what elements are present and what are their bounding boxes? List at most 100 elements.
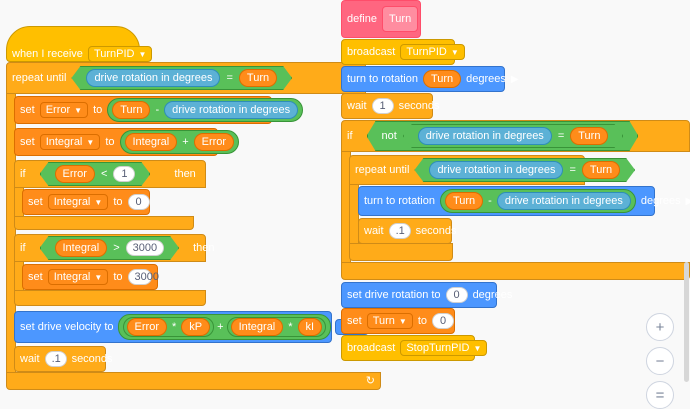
- if-integral-top[interactable]: if Integral > 3000 then: [14, 234, 215, 262]
- value-input[interactable]: 3000: [127, 269, 159, 285]
- number-input[interactable]: 3000: [126, 240, 164, 256]
- zoom-in-button[interactable]: +: [646, 313, 674, 341]
- turn-to-rotation-block[interactable]: turn to rotation Turn degrees ▶: [341, 66, 519, 92]
- set-error-block[interactable]: set Error▼ to Turn - drive rotation in d…: [14, 96, 304, 124]
- add-operator[interactable]: Integral + Error: [119, 130, 240, 154]
- turn-to-rotation-inner-block[interactable]: turn to rotation Turn - drive rotation i…: [358, 186, 690, 216]
- set-drive-velocity-block[interactable]: set drive velocity to Error * kP + Integ…: [14, 311, 369, 343]
- broadcast-stopturnpid-block[interactable]: broadcast StopTurnPID▼: [341, 335, 488, 361]
- variable-dropdown[interactable]: Integral▼: [47, 269, 109, 285]
- zoom-reset-button[interactable]: =: [646, 381, 674, 409]
- repeat-until-bottom[interactable]: ↻: [6, 372, 381, 390]
- if-not-top[interactable]: if not drive rotation in degrees = Turn: [341, 120, 690, 152]
- message-dropdown[interactable]: TurnPID▼: [400, 44, 465, 60]
- message-name: StopTurnPID: [406, 342, 470, 354]
- turn-variable[interactable]: Turn: [239, 69, 277, 87]
- when-i-receive-block[interactable]: when I receive TurnPID▼: [6, 26, 153, 62]
- set-integral-3000-block[interactable]: set Integral▼ to 3000: [22, 264, 159, 290]
- repeat-until-inner-top[interactable]: repeat until drive rotation in degrees =…: [349, 155, 585, 185]
- set-integral-block[interactable]: set Integral▼ to Integral + Error: [14, 128, 240, 156]
- turn-variable[interactable]: Turn: [582, 161, 620, 179]
- set-turn-block[interactable]: set Turn▼ to 0: [341, 308, 455, 334]
- multiply-sign: *: [172, 321, 177, 333]
- play-icon: ▶: [510, 73, 519, 85]
- if-integral-bottom: [14, 290, 206, 306]
- turn-variable[interactable]: Turn: [444, 192, 484, 210]
- degrees-label: degrees: [472, 289, 513, 301]
- subtract-operator[interactable]: Turn - drive rotation in degrees: [439, 189, 636, 213]
- error-variable[interactable]: Error: [126, 318, 167, 336]
- greater-than-sign: >: [113, 242, 120, 254]
- define-turn-block[interactable]: define Turn: [341, 0, 421, 38]
- equals-sign: =: [569, 164, 576, 176]
- seconds-label: seconds: [398, 100, 440, 112]
- ki-variable[interactable]: kI: [297, 318, 323, 336]
- if-error-bottom: [14, 216, 194, 230]
- variable-dropdown[interactable]: Integral▼: [39, 134, 101, 150]
- plus-sign: +: [182, 136, 189, 148]
- broadcast-turnpid-block[interactable]: broadcast TurnPID▼: [341, 39, 465, 65]
- not-operator[interactable]: not drive rotation in degrees = Turn: [367, 121, 639, 151]
- chevron-down-icon: ▼: [94, 272, 103, 282]
- turn-to-rotation-label: turn to rotation: [364, 195, 435, 207]
- turn-parameter[interactable]: Turn: [381, 6, 419, 32]
- turn-variable[interactable]: Turn: [112, 101, 151, 119]
- add-operator[interactable]: Error * kP + Integral * kI: [117, 314, 332, 340]
- equals-operator[interactable]: drive rotation in degrees = Turn: [414, 158, 635, 182]
- message-dropdown[interactable]: StopTurnPID▼: [400, 340, 488, 356]
- zoom-out-button[interactable]: −: [646, 347, 674, 375]
- equals-sign: =: [226, 72, 233, 84]
- set-integral-zero-block[interactable]: set Integral▼ to 0: [22, 189, 150, 215]
- wait-label: wait: [20, 353, 40, 365]
- drive-rotation-reporter[interactable]: drive rotation in degrees: [86, 69, 220, 87]
- equals-operator[interactable]: drive rotation in degrees = Turn: [71, 66, 292, 90]
- value-input[interactable]: 0: [127, 194, 150, 210]
- multiply-operator[interactable]: Error * kP: [122, 317, 215, 337]
- chevron-down-icon: ▼: [450, 47, 459, 57]
- less-than-operator[interactable]: Error < 1: [40, 162, 151, 186]
- value-input[interactable]: 0: [432, 313, 455, 329]
- zoom-in-icon: +: [655, 318, 665, 336]
- set-drive-rotation-block[interactable]: set drive rotation to 0 degrees: [341, 282, 512, 308]
- subtract-operator[interactable]: Turn - drive rotation in degrees: [107, 98, 304, 122]
- if-error-top[interactable]: if Error < 1 then: [14, 160, 206, 188]
- chevron-down-icon: ▼: [138, 49, 147, 59]
- integral-variable[interactable]: Integral: [230, 318, 284, 336]
- turn-variable[interactable]: Turn: [422, 70, 462, 88]
- rotation-input[interactable]: 0: [445, 287, 468, 303]
- set-label: set: [28, 271, 43, 283]
- wait-inner-block[interactable]: wait .1 seconds: [358, 218, 457, 244]
- turn-variable[interactable]: Turn: [570, 127, 608, 145]
- greater-than-operator[interactable]: Integral > 3000: [40, 236, 180, 260]
- variable-dropdown[interactable]: Error▼: [39, 102, 89, 118]
- drive-rotation-reporter[interactable]: drive rotation in degrees: [418, 127, 552, 145]
- degrees-label: degrees: [640, 195, 681, 207]
- kp-variable[interactable]: kP: [181, 318, 211, 336]
- wait-block[interactable]: wait .1 seconds: [14, 346, 113, 372]
- variable-dropdown[interactable]: Integral▼: [47, 194, 109, 210]
- wait-input[interactable]: 1: [371, 98, 394, 114]
- message-name: TurnPID: [406, 46, 447, 58]
- chevron-down-icon: ▼: [74, 105, 83, 115]
- repeat-until-top[interactable]: repeat until drive rotation in degrees =…: [6, 62, 366, 94]
- wait-input[interactable]: .1: [44, 351, 67, 367]
- multiply-sign: *: [288, 321, 293, 333]
- wait-input[interactable]: .1: [388, 223, 411, 239]
- integral-variable[interactable]: Integral: [55, 239, 108, 257]
- variable-dropdown[interactable]: Turn▼: [366, 313, 413, 329]
- number-input[interactable]: 1: [113, 166, 135, 182]
- drive-rotation-reporter[interactable]: drive rotation in degrees: [429, 161, 563, 179]
- message-dropdown[interactable]: TurnPID▼: [87, 46, 153, 62]
- multiply-operator[interactable]: Integral * kI: [226, 317, 327, 337]
- to-label: to: [417, 315, 428, 327]
- error-variable[interactable]: Error: [193, 133, 235, 151]
- drive-rotation-reporter[interactable]: drive rotation in degrees: [496, 192, 631, 210]
- equals-operator[interactable]: drive rotation in degrees = Turn: [403, 124, 624, 148]
- vertical-scrollbar[interactable]: [684, 262, 689, 382]
- wait-1-block[interactable]: wait 1 seconds: [341, 93, 440, 119]
- error-variable[interactable]: Error: [55, 165, 95, 183]
- variable-name: Integral: [45, 136, 83, 148]
- wait-label: wait: [347, 100, 367, 112]
- integral-variable[interactable]: Integral: [124, 133, 178, 151]
- drive-rotation-reporter[interactable]: drive rotation in degrees: [164, 101, 299, 119]
